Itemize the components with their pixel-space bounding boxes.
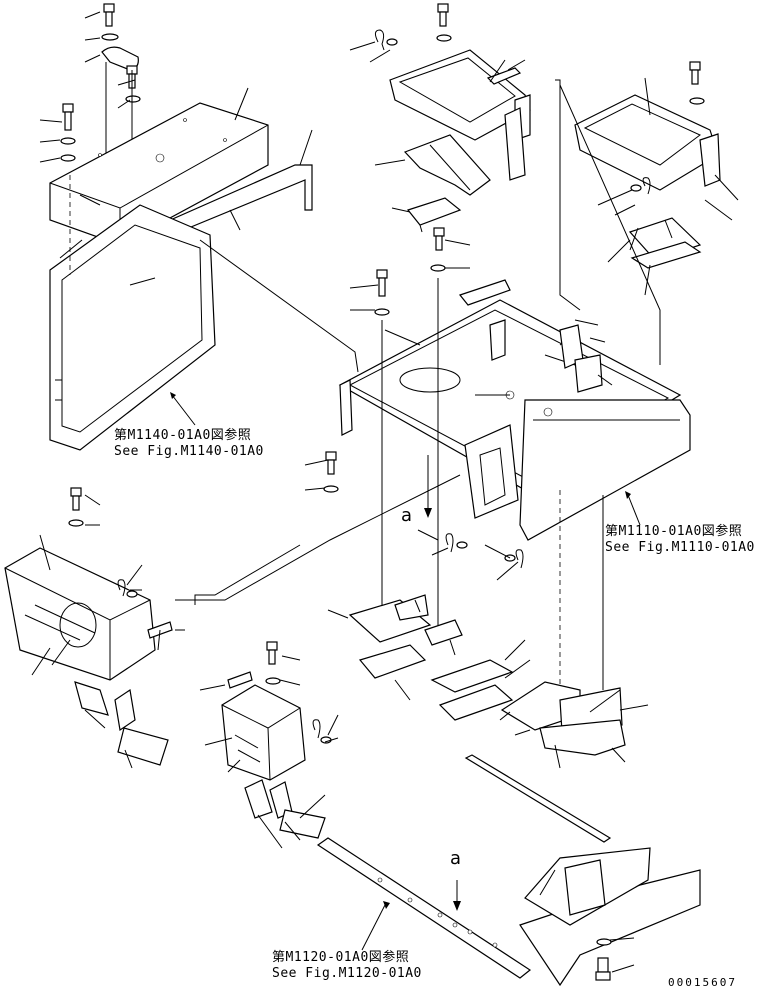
base-frame-reference-jp: 第M1120-01A0図参照 bbox=[272, 950, 410, 965]
washer-icon bbox=[60, 137, 76, 145]
bolt-icon bbox=[376, 269, 388, 297]
base-frame bbox=[316, 837, 701, 987]
floor-frame-reference-en: See Fig.M1110-01A0 bbox=[605, 540, 755, 555]
washer-icon bbox=[126, 590, 138, 598]
base-frame-reference-en: See Fig.M1120-01A0 bbox=[272, 966, 422, 981]
washer-icon bbox=[689, 97, 705, 105]
arrow-icon bbox=[383, 901, 390, 909]
bolt-icon bbox=[103, 3, 115, 27]
floor-frame bbox=[338, 279, 691, 541]
base-frame-reference: 第M1120-01A0図参照 See Fig.M1120-01A0 bbox=[272, 950, 422, 982]
bolt-icon bbox=[266, 641, 278, 665]
view-mark-a-lower: a bbox=[450, 848, 462, 869]
clip-icon bbox=[515, 549, 524, 569]
bolt-icon bbox=[62, 103, 74, 131]
clip-icon bbox=[117, 579, 126, 597]
washer-icon bbox=[60, 154, 76, 162]
bolt-icon bbox=[689, 61, 701, 85]
wedge-block bbox=[244, 779, 273, 819]
arrow-icon bbox=[424, 508, 432, 518]
floor-plate-assembly-right bbox=[574, 94, 721, 191]
washer-icon bbox=[323, 485, 339, 493]
wedge-block bbox=[114, 688, 136, 732]
wedge-block bbox=[74, 681, 109, 716]
clip-icon bbox=[312, 719, 321, 739]
step-pad bbox=[424, 619, 463, 646]
callout-leaders bbox=[31, 11, 739, 973]
cab-frame-reference-en: See Fig.M1140-01A0 bbox=[114, 444, 264, 459]
step-bracket-a bbox=[348, 594, 432, 679]
side-rail bbox=[464, 754, 612, 843]
clip-icon bbox=[445, 533, 454, 553]
view-mark-a-upper: a bbox=[401, 505, 413, 526]
arrow-icon bbox=[453, 901, 461, 911]
pad-sheet bbox=[117, 727, 169, 766]
pad-sheet bbox=[279, 809, 326, 839]
bolt-icon bbox=[595, 957, 611, 981]
clip-icon bbox=[374, 29, 385, 51]
floor-mat-c bbox=[539, 719, 626, 756]
washer-icon bbox=[430, 264, 446, 272]
washer-icon bbox=[68, 519, 84, 527]
cab-frame bbox=[49, 204, 216, 451]
step-pad-right bbox=[630, 241, 702, 269]
floor-plate-assembly bbox=[389, 49, 531, 181]
washer-icon bbox=[630, 184, 642, 192]
floor-frame-reference: 第M1110-01A0図参照 See Fig.M1110-01A0 bbox=[605, 524, 755, 556]
side-cover bbox=[221, 684, 306, 781]
bolt-icon bbox=[325, 451, 337, 475]
cab-frame-reference-jp: 第M1140-01A0図参照 bbox=[114, 428, 252, 443]
washer-icon bbox=[101, 33, 119, 41]
bolt-icon bbox=[433, 227, 445, 251]
washer-icon bbox=[456, 541, 468, 549]
step-pad bbox=[406, 197, 462, 226]
document-number: 00015607 bbox=[668, 976, 737, 989]
washer-icon bbox=[265, 677, 281, 685]
front-panel bbox=[4, 547, 156, 681]
washer-icon bbox=[386, 38, 398, 46]
arrow-icon bbox=[625, 491, 631, 499]
washer-icon bbox=[436, 34, 452, 42]
step-bracket-b bbox=[430, 659, 514, 721]
bolt-icon bbox=[70, 487, 82, 511]
floor-frame-reference-jp: 第M1110-01A0図参照 bbox=[605, 524, 743, 539]
clip-icon bbox=[642, 177, 651, 195]
latch bbox=[227, 671, 253, 689]
cab-frame-reference: 第M1140-01A0図参照 See Fig.M1140-01A0 bbox=[114, 428, 264, 460]
arrow-icon bbox=[170, 392, 176, 399]
bolt-icon bbox=[437, 3, 449, 27]
bracket bbox=[403, 134, 491, 196]
washer-icon bbox=[596, 938, 612, 946]
washer-icon bbox=[374, 308, 390, 316]
